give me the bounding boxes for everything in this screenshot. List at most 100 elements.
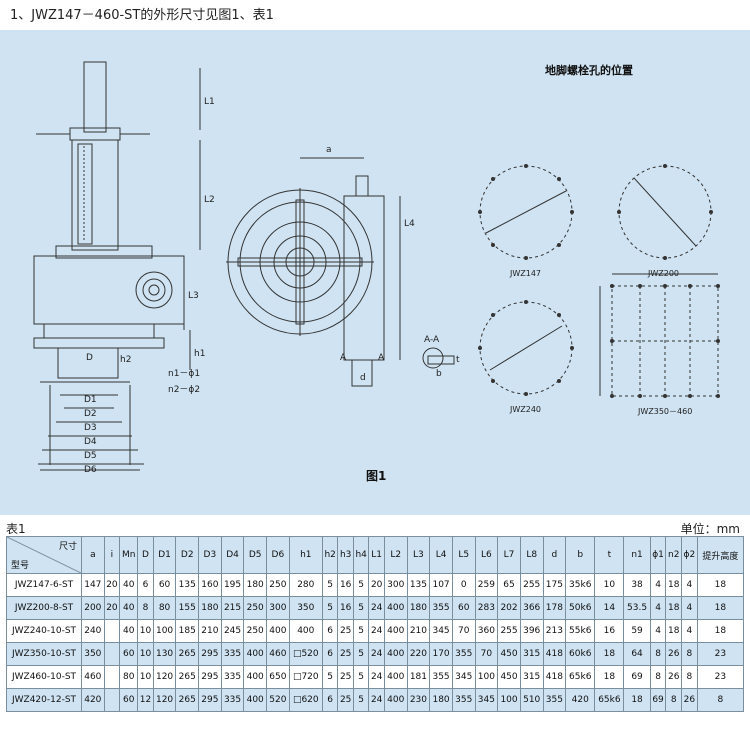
table-cell: 8: [680, 665, 698, 689]
column-header: n1: [623, 536, 651, 574]
table-cell: 460: [266, 642, 290, 666]
screw-housing: [71, 139, 119, 251]
table-cell: 65k6: [565, 665, 596, 689]
table-cell: 255: [519, 573, 544, 597]
table-cell: 23: [696, 665, 745, 689]
label-D2: D2: [84, 409, 97, 419]
bolt-title: 地脚螺栓孔的位置: [545, 63, 633, 77]
column-header: Mn: [119, 536, 139, 574]
column-header: D5: [243, 536, 268, 574]
table-cell: 295: [198, 665, 222, 689]
model-cell: JWZ147-6-ST: [6, 573, 82, 597]
table-cell: 120: [152, 688, 177, 712]
table-cell: 20: [103, 596, 121, 620]
table-cell: 345: [451, 665, 476, 689]
table-cell: 220: [406, 642, 431, 666]
table-cell: 350: [288, 596, 323, 620]
column-header: L4: [429, 536, 453, 574]
table-cell: 335: [220, 665, 245, 689]
model-cell: JWZ350-10-ST: [6, 642, 82, 666]
label-n2phi2: n2－ϕ2: [168, 385, 200, 395]
table-cell: 255: [497, 619, 521, 643]
column-header: 提升高度: [696, 536, 745, 574]
column-header: L3: [406, 536, 431, 574]
model-cell: JWZ460-10-ST: [6, 665, 82, 689]
table-cell: [103, 665, 121, 689]
view-jwz200: JWZ200: [647, 269, 679, 278]
table-cell: 40: [119, 596, 139, 620]
bolt-hole-views: [479, 165, 719, 397]
table-cell: 69: [623, 665, 651, 689]
table-cell: 400: [383, 665, 408, 689]
lead-screw: [83, 61, 107, 133]
table-cell: 4: [680, 573, 698, 597]
table-cell: 6: [321, 642, 339, 666]
column-header: b: [565, 536, 596, 574]
table-cell: 24: [368, 642, 385, 666]
table-cell: 24: [368, 619, 385, 643]
table-cell: 18: [696, 619, 745, 643]
table-cell: 25: [337, 688, 354, 712]
table-cell: 400: [383, 596, 408, 620]
table-cell: 5: [352, 642, 370, 666]
table-cell: 24: [368, 665, 385, 689]
table-cell: 170: [429, 642, 453, 666]
table-cell: 60: [119, 642, 139, 666]
table-cell: 6: [321, 619, 339, 643]
table-cell: 400: [383, 688, 408, 712]
table-cell: 16: [594, 619, 625, 643]
table-cell: 5: [321, 665, 339, 689]
table-cell: 200: [81, 596, 105, 620]
table-cell: 26: [665, 665, 682, 689]
table-cell: 18: [594, 642, 625, 666]
table-cell: 130: [152, 642, 177, 666]
table-cell: 5: [352, 688, 370, 712]
page-heading: 1、JWZ147－460-ST的外形尺寸见图1、表1: [10, 8, 274, 23]
table-cell: 16: [337, 573, 354, 597]
table-cell: 8: [665, 688, 682, 712]
label-D6: D6: [84, 465, 97, 475]
column-header: L1: [368, 536, 385, 574]
table-cell: 181: [406, 665, 431, 689]
label-a: a: [326, 145, 332, 155]
view-jwz350-460: JWZ350－460: [637, 407, 692, 416]
column-header: L8: [519, 536, 544, 574]
table-cell: 60: [152, 573, 177, 597]
bolt-holes: [478, 164, 720, 398]
column-header: h2: [321, 536, 339, 574]
table-cell: 180: [198, 596, 222, 620]
table-cell: 8: [680, 642, 698, 666]
table-cell: 195: [220, 573, 245, 597]
table-cell: 400: [383, 642, 408, 666]
table-cell: 520: [266, 688, 290, 712]
table-cell: 315: [519, 642, 544, 666]
table-cell: 55k6: [565, 619, 596, 643]
table-cell: 345: [474, 688, 499, 712]
table-cell: 283: [474, 596, 499, 620]
table-cell: 450: [497, 665, 521, 689]
table-cell: 18: [696, 596, 745, 620]
table-cell: 5: [321, 596, 339, 620]
table-cell: 26: [680, 688, 698, 712]
drawing-svg: L1 L2 L3 h1 h2 D D1 D2 D3 D4 D5 D6 n1－ϕ1…: [33, 61, 720, 483]
label-d: d: [360, 373, 366, 383]
table-cell: 180: [429, 688, 453, 712]
column-header: a: [81, 536, 105, 574]
table-cell: 400: [288, 619, 323, 643]
table-cell: 4: [649, 596, 667, 620]
table-cell: 60k6: [565, 642, 596, 666]
table-cell: 59: [623, 619, 651, 643]
table-cell: □620: [288, 688, 323, 712]
table-cell: 185: [175, 619, 200, 643]
table-cell: 65: [497, 573, 521, 597]
table-cell: 160: [198, 573, 222, 597]
label-L2: L2: [204, 195, 215, 205]
table-cell: 0: [451, 573, 476, 597]
table-cell: 178: [542, 596, 567, 620]
table-cell: 355: [429, 596, 453, 620]
table-cell: 10: [137, 619, 154, 643]
table-cell: 213: [542, 619, 567, 643]
